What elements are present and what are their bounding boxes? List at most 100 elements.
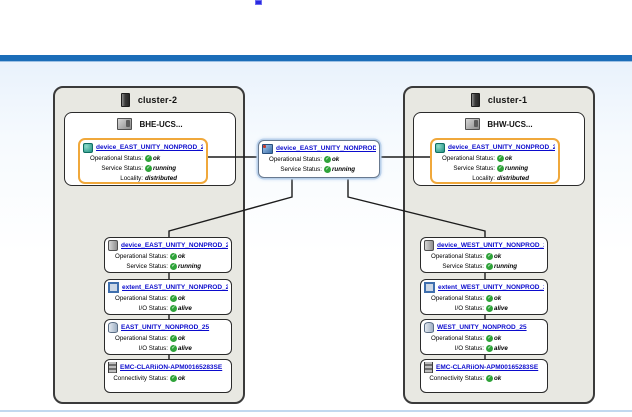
app-icon	[255, 0, 262, 5]
prop-label: Service Status:	[453, 164, 495, 172]
prop-row: I/O Status: alive	[424, 343, 544, 353]
prop-row: Operational Status: ok	[424, 251, 544, 261]
device-link[interactable]: device_EAST_UNITY_NONPROD_25	[121, 242, 228, 249]
prop-value: ok	[153, 154, 161, 162]
prop-value: alive	[178, 304, 192, 312]
host-icon	[465, 118, 481, 130]
extent-node: extent_EAST_UNITY_NONPROD_25 Operational…	[104, 279, 232, 315]
storage-volume-icon	[424, 322, 434, 333]
extent-icon	[424, 282, 435, 293]
virtual-volume-link[interactable]: device_EAST_UNITY_NONPROD_25	[96, 144, 203, 151]
prop-row: Locality: distributed	[83, 173, 203, 183]
prop-value: distributed	[145, 174, 177, 182]
cluster-2-header[interactable]: cluster-2	[55, 93, 243, 107]
storage-array-link[interactable]: EMC-CLARiiON-APM00165283SE	[120, 364, 223, 371]
prop-row: Operational Status: ok	[424, 333, 544, 343]
check-icon	[486, 252, 493, 260]
check-icon	[170, 304, 177, 312]
prop-label: Operational Status:	[115, 294, 168, 302]
prop-label: Service Status:	[126, 262, 168, 270]
prop-row: Service Status: running	[262, 164, 376, 174]
cluster-icon	[470, 93, 480, 107]
prop-row: I/O Status: alive	[108, 303, 228, 313]
check-icon	[497, 154, 504, 162]
canvas-bottom-edge	[0, 410, 632, 412]
prop-value: ok	[178, 252, 186, 260]
host-name: BHW-UCS...	[487, 119, 533, 129]
device-icon	[424, 240, 434, 251]
prop-value: alive	[494, 344, 508, 352]
prop-row: Service Status: running	[83, 163, 203, 173]
check-icon	[145, 154, 152, 162]
prop-row: Service Status: running	[424, 261, 544, 271]
device-node: device_EAST_UNITY_NONPROD_25 Operational…	[104, 237, 232, 273]
prop-label: Operational Status:	[269, 155, 322, 163]
check-icon	[486, 374, 493, 382]
prop-label: I/O Status:	[454, 304, 484, 312]
prop-label: I/O Status:	[138, 344, 168, 352]
extent-icon	[108, 282, 119, 293]
prop-label: Service Status:	[101, 164, 143, 172]
prop-value: running	[494, 262, 518, 270]
prop-value: running	[332, 165, 356, 173]
prop-label: Operational Status:	[90, 154, 143, 162]
check-icon	[324, 155, 331, 163]
prop-label: Service Status:	[280, 165, 322, 173]
prop-label: Operational Status:	[431, 252, 484, 260]
prop-label: Operational Status:	[431, 294, 484, 302]
prop-value: running	[178, 262, 202, 270]
check-icon	[486, 304, 493, 312]
extent-link[interactable]: extent_EAST_UNITY_NONPROD_25	[122, 284, 228, 291]
prop-row: Operational Status: ok	[435, 153, 555, 163]
distributed-device-icon	[262, 143, 273, 154]
host-icon	[117, 118, 133, 130]
prop-value: ok	[178, 374, 186, 382]
prop-row: Connectivity Status: ok	[108, 373, 228, 383]
storage-volume-link[interactable]: EAST_UNITY_NONPROD_25	[121, 324, 210, 331]
device-node: device_WEST_UNITY_NONPROD_25 Operational…	[420, 237, 548, 273]
check-icon	[486, 294, 493, 302]
prop-label: Operational Status:	[115, 252, 168, 260]
storage-array-link[interactable]: EMC-CLARiiON-APM00165283SE	[436, 364, 539, 371]
prop-label: Operational Status:	[115, 334, 168, 342]
prop-value: ok	[494, 294, 502, 302]
prop-value: alive	[494, 304, 508, 312]
distributed-device-link[interactable]: device_EAST_UNITY_NONPROD_25	[276, 145, 376, 152]
check-icon	[170, 262, 177, 270]
prop-value: ok	[494, 252, 502, 260]
check-icon	[170, 374, 177, 382]
virtual-volume-icon	[83, 142, 93, 153]
check-icon	[170, 344, 177, 352]
prop-label: I/O Status:	[138, 304, 168, 312]
prop-label: Locality:	[472, 174, 495, 182]
check-icon	[324, 165, 331, 173]
storage-volume-node: WEST_UNITY_NONPROD_25 Operational Status…	[420, 319, 548, 355]
storage-array-node: EMC-CLARiiON-APM00165283SE Connectivity …	[420, 359, 548, 393]
storage-volume-icon	[108, 322, 118, 333]
storage-volume-link[interactable]: WEST_UNITY_NONPROD_25	[437, 324, 527, 331]
prop-row: I/O Status: alive	[108, 343, 228, 353]
cluster-name: cluster-2	[137, 95, 178, 105]
prop-row: Operational Status: ok	[108, 293, 228, 303]
device-link[interactable]: device_WEST_UNITY_NONPROD_25	[437, 242, 544, 249]
prop-value: ok	[178, 334, 186, 342]
virtual-volume-icon	[435, 142, 445, 153]
check-icon	[145, 164, 152, 172]
virtual-volume-node: device_EAST_UNITY_NONPROD_25 Operational…	[78, 138, 208, 184]
cluster-1-header[interactable]: cluster-1	[405, 93, 593, 107]
distributed-device-node: device_EAST_UNITY_NONPROD_25 Operational…	[258, 140, 380, 178]
storage-volume-node: EAST_UNITY_NONPROD_25 Operational Status…	[104, 319, 232, 355]
prop-row: I/O Status: alive	[424, 303, 544, 313]
check-icon	[497, 164, 504, 172]
check-icon	[486, 262, 493, 270]
check-icon	[170, 252, 177, 260]
prop-row: Service Status: running	[108, 261, 228, 271]
prop-row: Operational Status: ok	[108, 251, 228, 261]
prop-value: ok	[494, 374, 502, 382]
storage-array-node: EMC-CLARiiON-APM00165283SE Connectivity …	[104, 359, 232, 393]
cluster-name: cluster-1	[487, 95, 528, 105]
virtual-volume-link[interactable]: device_EAST_UNITY_NONPROD_25	[448, 144, 555, 151]
extent-link[interactable]: extent_WEST_UNITY_NONPROD_25	[438, 284, 544, 291]
prop-label: Operational Status:	[442, 154, 495, 162]
device-icon	[108, 240, 118, 251]
